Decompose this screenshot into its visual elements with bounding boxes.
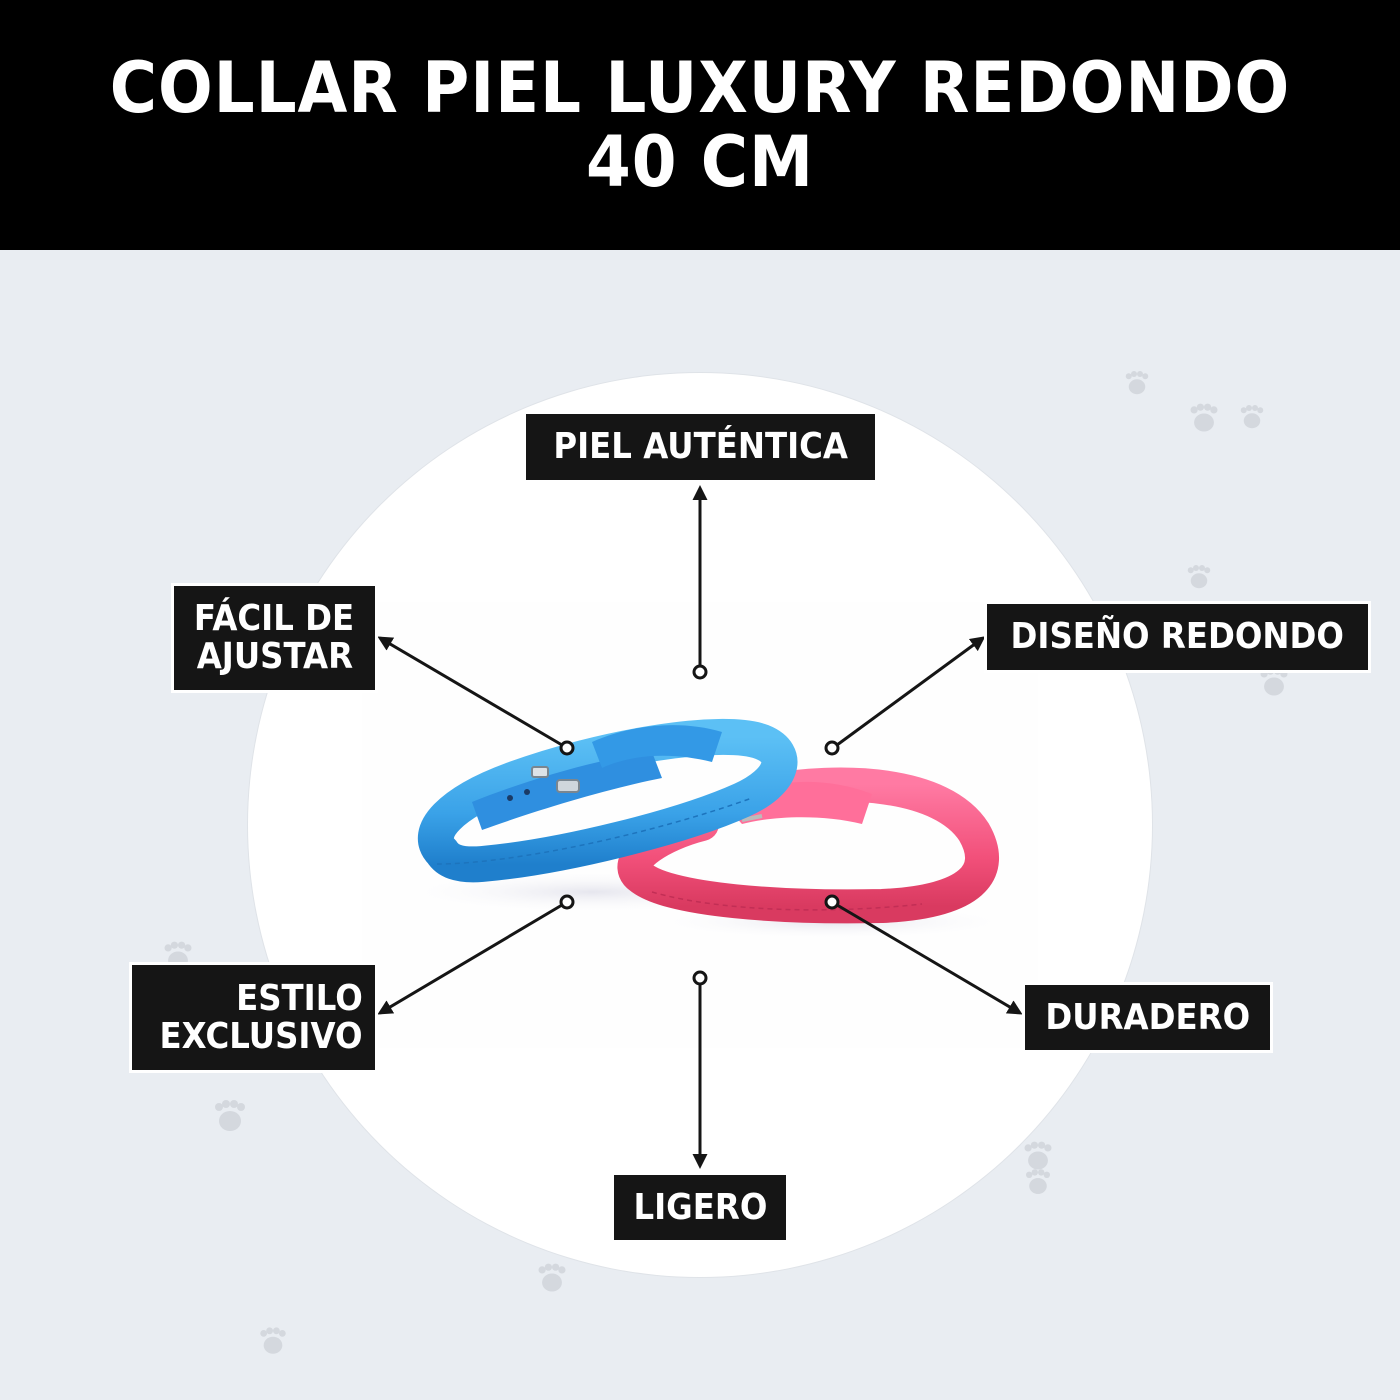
feature-label-text: AJUSTAR [196,636,353,677]
paw-print-icon [1020,1138,1056,1174]
pink-collar [617,767,999,924]
feature-label-piel-autentica: PIEL AUTÉNTICA [523,411,878,483]
paw-print-icon [1186,400,1222,436]
collars-illustration [392,718,1022,940]
feature-label-duradero: DURADERO [1022,982,1273,1053]
feature-label-text: DURADERO [1045,996,1250,1038]
feature-label-text: DISEÑO REDONDO [1010,616,1345,657]
paw-print-icon [1122,368,1152,398]
product-image [362,602,1038,1048]
paw-print-icon [1237,402,1267,432]
paw-print-icon [256,1324,290,1358]
feature-label-estilo-exclusivo: ESTILO EXCLUSIVO [129,962,378,1073]
paw-print-icon [210,1096,250,1136]
blue-collar [418,718,798,883]
feature-label-text: ESTILO [236,977,363,1019]
page-title-line-2: 40 CM [586,121,814,203]
paw-print-icon [1022,1166,1054,1198]
feature-label-text: FÁCIL DE [194,598,355,639]
paw-print-icon [534,1260,570,1296]
feature-label-diseno-redondo: DISEÑO REDONDO [984,601,1371,673]
feature-label-ligero: LIGERO [611,1172,789,1243]
feature-label-facil-de-ajustar: FÁCIL DE AJUSTAR [171,583,378,693]
feature-label-text: LIGERO [633,1186,767,1228]
paw-print-icon [1184,562,1214,592]
feature-label-text: PIEL AUTÉNTICA [553,426,848,467]
feature-label-text: EXCLUSIVO [160,1015,363,1057]
page-title-line-1: COLLAR PIEL LUXURY REDONDO [109,47,1291,129]
title-banner: COLLAR PIEL LUXURY REDONDO 40 CM [0,0,1400,250]
